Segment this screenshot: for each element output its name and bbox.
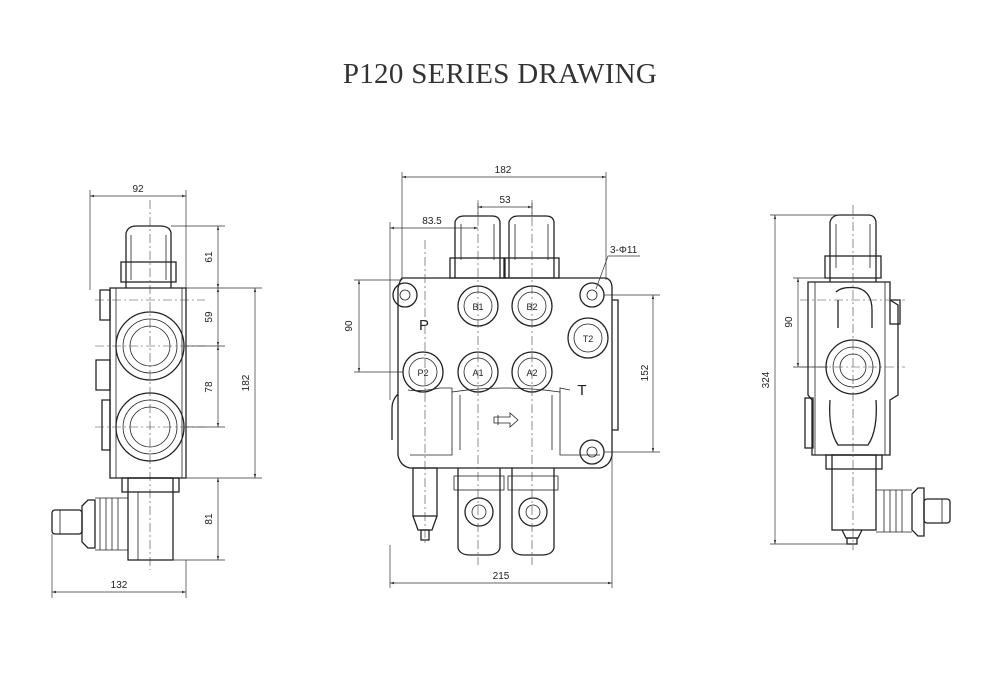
- port-t2: T2: [567, 317, 609, 359]
- dim-215: 215: [493, 571, 510, 582]
- dim-152: 152: [640, 364, 651, 381]
- svg-text:T2: T2: [583, 334, 594, 344]
- right-side-view: 90 324: [761, 205, 951, 550]
- dim-53: 53: [499, 195, 511, 206]
- drawing-title: P120 SERIES DRAWING: [342, 58, 658, 90]
- dim-78: 78: [204, 381, 215, 393]
- port-p2: P2: [402, 351, 444, 393]
- flow-arrow-icon: [493, 412, 519, 428]
- dim-59: 59: [204, 311, 215, 323]
- front-view: B1 B2 T2 P2 A1 A2 P T: [344, 165, 660, 588]
- label-t: T: [577, 382, 586, 399]
- dim-83-5: 83.5: [422, 216, 442, 227]
- dim-182-side: 182: [241, 374, 252, 391]
- svg-text:P2: P2: [417, 368, 428, 378]
- dim-92: 92: [132, 184, 144, 195]
- dim-132: 132: [111, 580, 128, 591]
- dim-3-holes: 3-Φ11: [610, 245, 638, 256]
- dim-90-right: 90: [784, 316, 795, 328]
- dim-81: 81: [204, 513, 215, 525]
- label-p: P: [419, 317, 429, 334]
- dim-324: 324: [761, 371, 772, 388]
- dim-182: 182: [495, 165, 512, 176]
- left-side-view: 92 61 59 78 182 81 132: [51, 184, 262, 598]
- dim-90-front: 90: [344, 320, 355, 332]
- dim-61: 61: [204, 251, 215, 263]
